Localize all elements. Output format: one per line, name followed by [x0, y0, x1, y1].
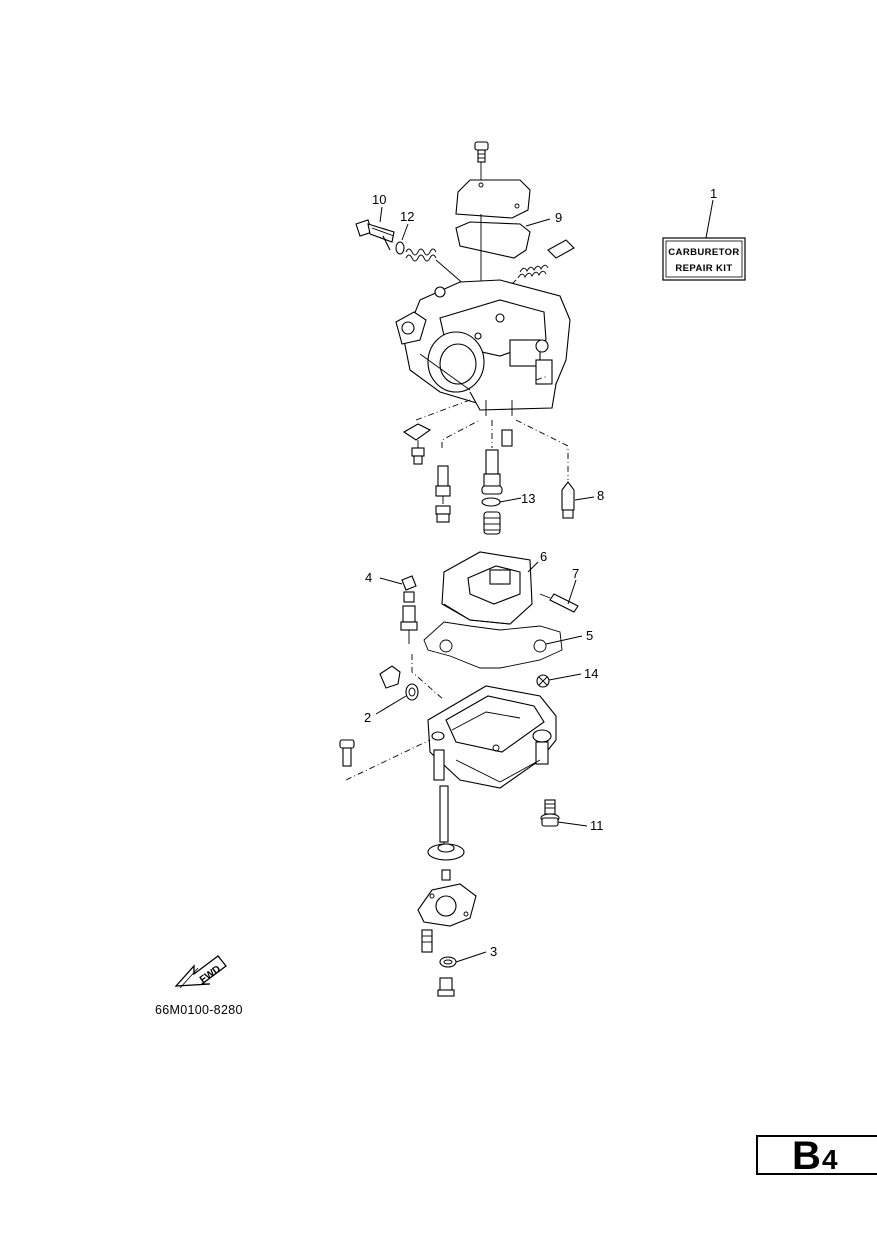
cover-screw: [474, 141, 489, 186]
repair-kit-line1: CARBURETOR: [668, 247, 739, 258]
float-pin-part-7: [539, 593, 579, 613]
top-cover-part-9: [455, 179, 531, 290]
leader-lines: [375, 199, 714, 963]
washer-part-3: [439, 956, 457, 968]
repair-kit-line2: REPAIR KIT: [675, 263, 732, 274]
callout-9: 9: [555, 210, 562, 225]
callout-3: 3: [490, 944, 497, 959]
fwd-arrow-icon: FWD: [174, 955, 227, 989]
page-badge-letter: B: [792, 1134, 821, 1178]
accelerator-cover: [417, 883, 477, 927]
callout-14: 14: [584, 666, 598, 681]
callout-7: 7: [572, 566, 579, 581]
callout-12: 12: [400, 209, 414, 224]
float-bowl-screw-left: [339, 739, 431, 781]
page-badge: B 4: [756, 1134, 877, 1178]
needle-valve-part-8: [561, 481, 575, 519]
page-badge-number: 4: [822, 1144, 838, 1175]
gasket-part-5: [423, 621, 563, 669]
assembly-lines-upper: [415, 375, 569, 480]
pilot-screw-part-10: [355, 219, 395, 251]
spring: [483, 511, 501, 535]
callout-10: 10: [372, 192, 386, 207]
main-nozzle: [435, 465, 451, 523]
cover-screw-lower: [421, 929, 433, 953]
float-bowl: [427, 685, 557, 789]
callout-11: 11: [590, 818, 604, 833]
callout-5: 5: [586, 628, 593, 643]
pilot-spring: [405, 248, 467, 287]
diagram-code: 66M0100-8280: [155, 1003, 243, 1017]
bowl-screw-part-11: [540, 799, 560, 827]
washer-part-2: [379, 665, 419, 701]
callout-13: 13: [521, 491, 535, 506]
o-ring-part-12: [395, 241, 405, 255]
callout-2: 2: [364, 710, 371, 725]
accelerator-plunger: [427, 785, 465, 881]
callout-1: 1: [710, 186, 717, 201]
callout-4: 4: [365, 570, 372, 585]
callout-8: 8: [597, 488, 604, 503]
drain-plug-part-14: [536, 674, 550, 688]
drain-screw: [437, 977, 455, 997]
jet-holder: [481, 429, 513, 495]
pilot-jet-part-4: [400, 575, 445, 701]
callout-6: 6: [540, 549, 547, 564]
callout-numbers: 1 2 3 4 5 6 7 8 9 10 11 12 13 14: [364, 186, 717, 959]
o-ring-part-13: [481, 497, 501, 507]
repair-kit-box: CARBURETOR REPAIR KIT: [662, 237, 746, 281]
carburetor-body: [395, 279, 571, 416]
bracket-plate: [402, 423, 432, 465]
float-part-6: [441, 551, 533, 625]
